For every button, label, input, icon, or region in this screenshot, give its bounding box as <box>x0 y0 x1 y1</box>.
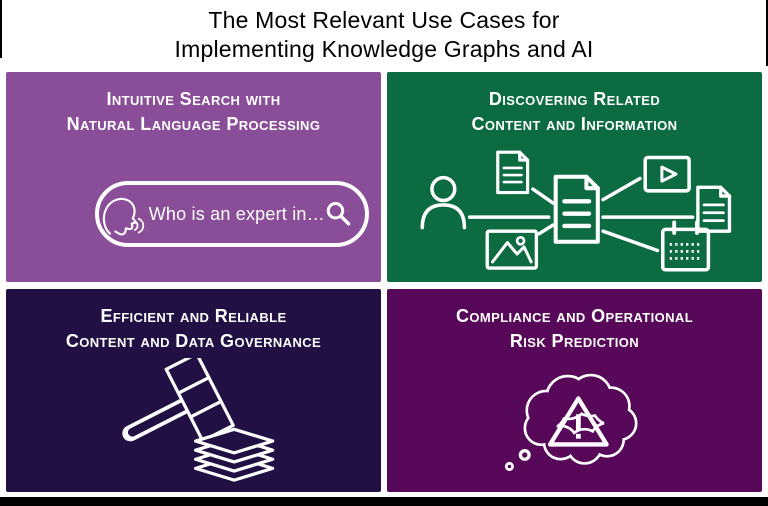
governance-graphic <box>121 358 274 482</box>
heading-line2: Natural Language Processing <box>66 114 321 134</box>
thought-dot-small <box>504 461 514 471</box>
panel-heading: Efficient and Reliable Content and Data … <box>66 304 321 354</box>
gavel-icon <box>121 358 235 443</box>
thought-dot-large <box>518 448 531 461</box>
heading-line1: Intuitive Search with <box>106 89 281 109</box>
panel-intuitive-search: Intuitive Search with Natural Language P… <box>6 72 381 282</box>
frame-edge-left <box>0 0 2 58</box>
document-icon-right <box>695 185 731 233</box>
search-input[interactable]: Who is an expert in… <box>95 181 369 247</box>
page-title-line2: Implementing Knowledge Graphs and AI <box>174 36 594 62</box>
panel-risk-prediction: Compliance and Operational Risk Predicti… <box>387 289 762 492</box>
page-title: The Most Relevant Use Cases for Implemen… <box>0 6 768 64</box>
speaking-head-icon <box>102 197 145 236</box>
frame-edge-bottom <box>0 497 768 506</box>
heading-line2: Content and Data Governance <box>65 331 322 351</box>
document-icon-top-left <box>495 150 529 195</box>
person-icon <box>420 175 466 230</box>
heading-line1: Compliance and Operational <box>455 306 694 326</box>
warning-triangle-icon <box>547 396 609 447</box>
page-title-line1: The Most Relevant Use Cases for <box>208 7 560 33</box>
risk-thought-graphic <box>504 373 637 471</box>
frame-edge-right <box>766 0 768 66</box>
magnifier-icon[interactable] <box>325 197 351 231</box>
quadrant-grid: Intuitive Search with Natural Language P… <box>6 72 762 492</box>
heading-line2: Risk Prediction <box>509 331 640 351</box>
heading-line1: Discovering Related <box>488 89 661 109</box>
paper-stack-icon <box>193 427 274 482</box>
heading-line2: Content and Information <box>471 114 678 134</box>
connector-lines <box>467 176 694 253</box>
heading-line1: Efficient and Reliable <box>100 306 287 326</box>
video-icon <box>642 155 691 193</box>
panel-heading: Discovering Related Content and Informat… <box>472 87 678 137</box>
knowledge-network-graphic <box>420 150 731 272</box>
search-query-text: Who is an expert in… <box>148 203 325 224</box>
calendar-icon <box>660 220 710 272</box>
panel-discovering-content: Discovering Related Content and Informat… <box>387 72 762 282</box>
panel-heading: Intuitive Search with Natural Language P… <box>67 87 321 137</box>
image-icon <box>485 229 538 270</box>
thought-cloud-icon <box>504 373 637 471</box>
central-document-icon <box>553 174 600 244</box>
panel-data-governance: Efficient and Reliable Content and Data … <box>6 289 381 492</box>
panel-heading: Compliance and Operational Risk Predicti… <box>456 304 693 354</box>
